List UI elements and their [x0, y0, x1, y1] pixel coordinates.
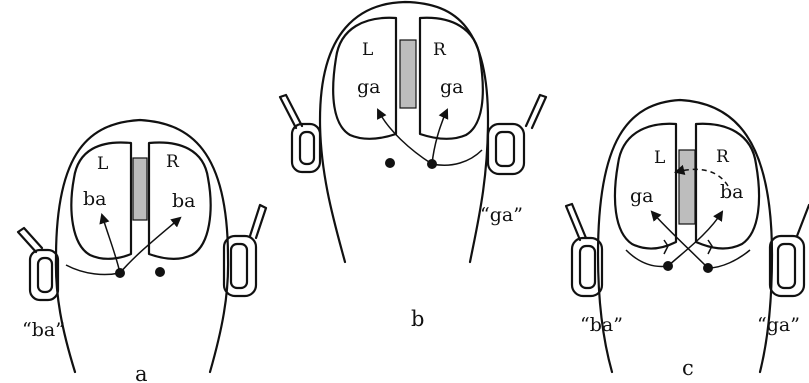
corpus-callosum-c — [679, 150, 695, 224]
auditory-nerve-b — [432, 150, 482, 165]
label-L-b: L — [362, 40, 373, 60]
corpus-callosum-b — [400, 40, 416, 108]
label-R-a: R — [166, 152, 180, 172]
syllable-right-a: ba — [172, 190, 196, 212]
corpus-callosum-a — [133, 158, 147, 220]
auditory-nerve-left-c — [626, 250, 668, 266]
label-R-b: R — [433, 40, 447, 60]
nucleus-right-a — [155, 267, 165, 277]
auditory-nerve-right-c — [708, 250, 750, 268]
headphone-left-c — [566, 204, 602, 296]
panel-b: L R ga ga “ga” b — [280, 2, 546, 331]
caption-c: c — [682, 356, 694, 380]
syllable-right-c: ba — [720, 181, 744, 203]
nucleus-left-a — [115, 268, 125, 278]
panel-a: L R ba ba “ba” a — [18, 120, 266, 383]
pathway-left-a — [102, 215, 120, 273]
syllable-left-a: ba — [83, 188, 107, 210]
ear-sound-left-a: “ba” — [22, 319, 65, 341]
syllable-right-b: ga — [440, 76, 464, 98]
headphone-left-b — [280, 95, 320, 172]
panel-c: L R ga ba “ba” “ga” c — [566, 100, 809, 380]
headphone-right-c — [770, 205, 809, 296]
ear-sound-right-c: “ga” — [757, 314, 800, 336]
nucleus-right-c — [703, 263, 713, 273]
label-L-a: L — [97, 154, 108, 174]
nucleus-right-b — [427, 159, 437, 169]
caption-b: b — [411, 307, 424, 331]
headphone-right-a — [224, 205, 266, 296]
ear-sound-left-c: “ba” — [580, 314, 623, 336]
nucleus-left-b — [385, 158, 395, 168]
headphone-left-a — [18, 228, 58, 300]
nucleus-left-c — [663, 261, 673, 271]
label-R-c: R — [716, 147, 730, 167]
ear-sound-right-b: “ga” — [480, 204, 523, 226]
auditory-nerve-a — [66, 265, 120, 274]
syllable-left-c: ga — [630, 185, 654, 207]
label-L-c: L — [654, 148, 665, 168]
caption-a: a — [135, 362, 148, 383]
syllable-left-b: ga — [357, 76, 381, 98]
headphone-right-b — [488, 95, 546, 174]
